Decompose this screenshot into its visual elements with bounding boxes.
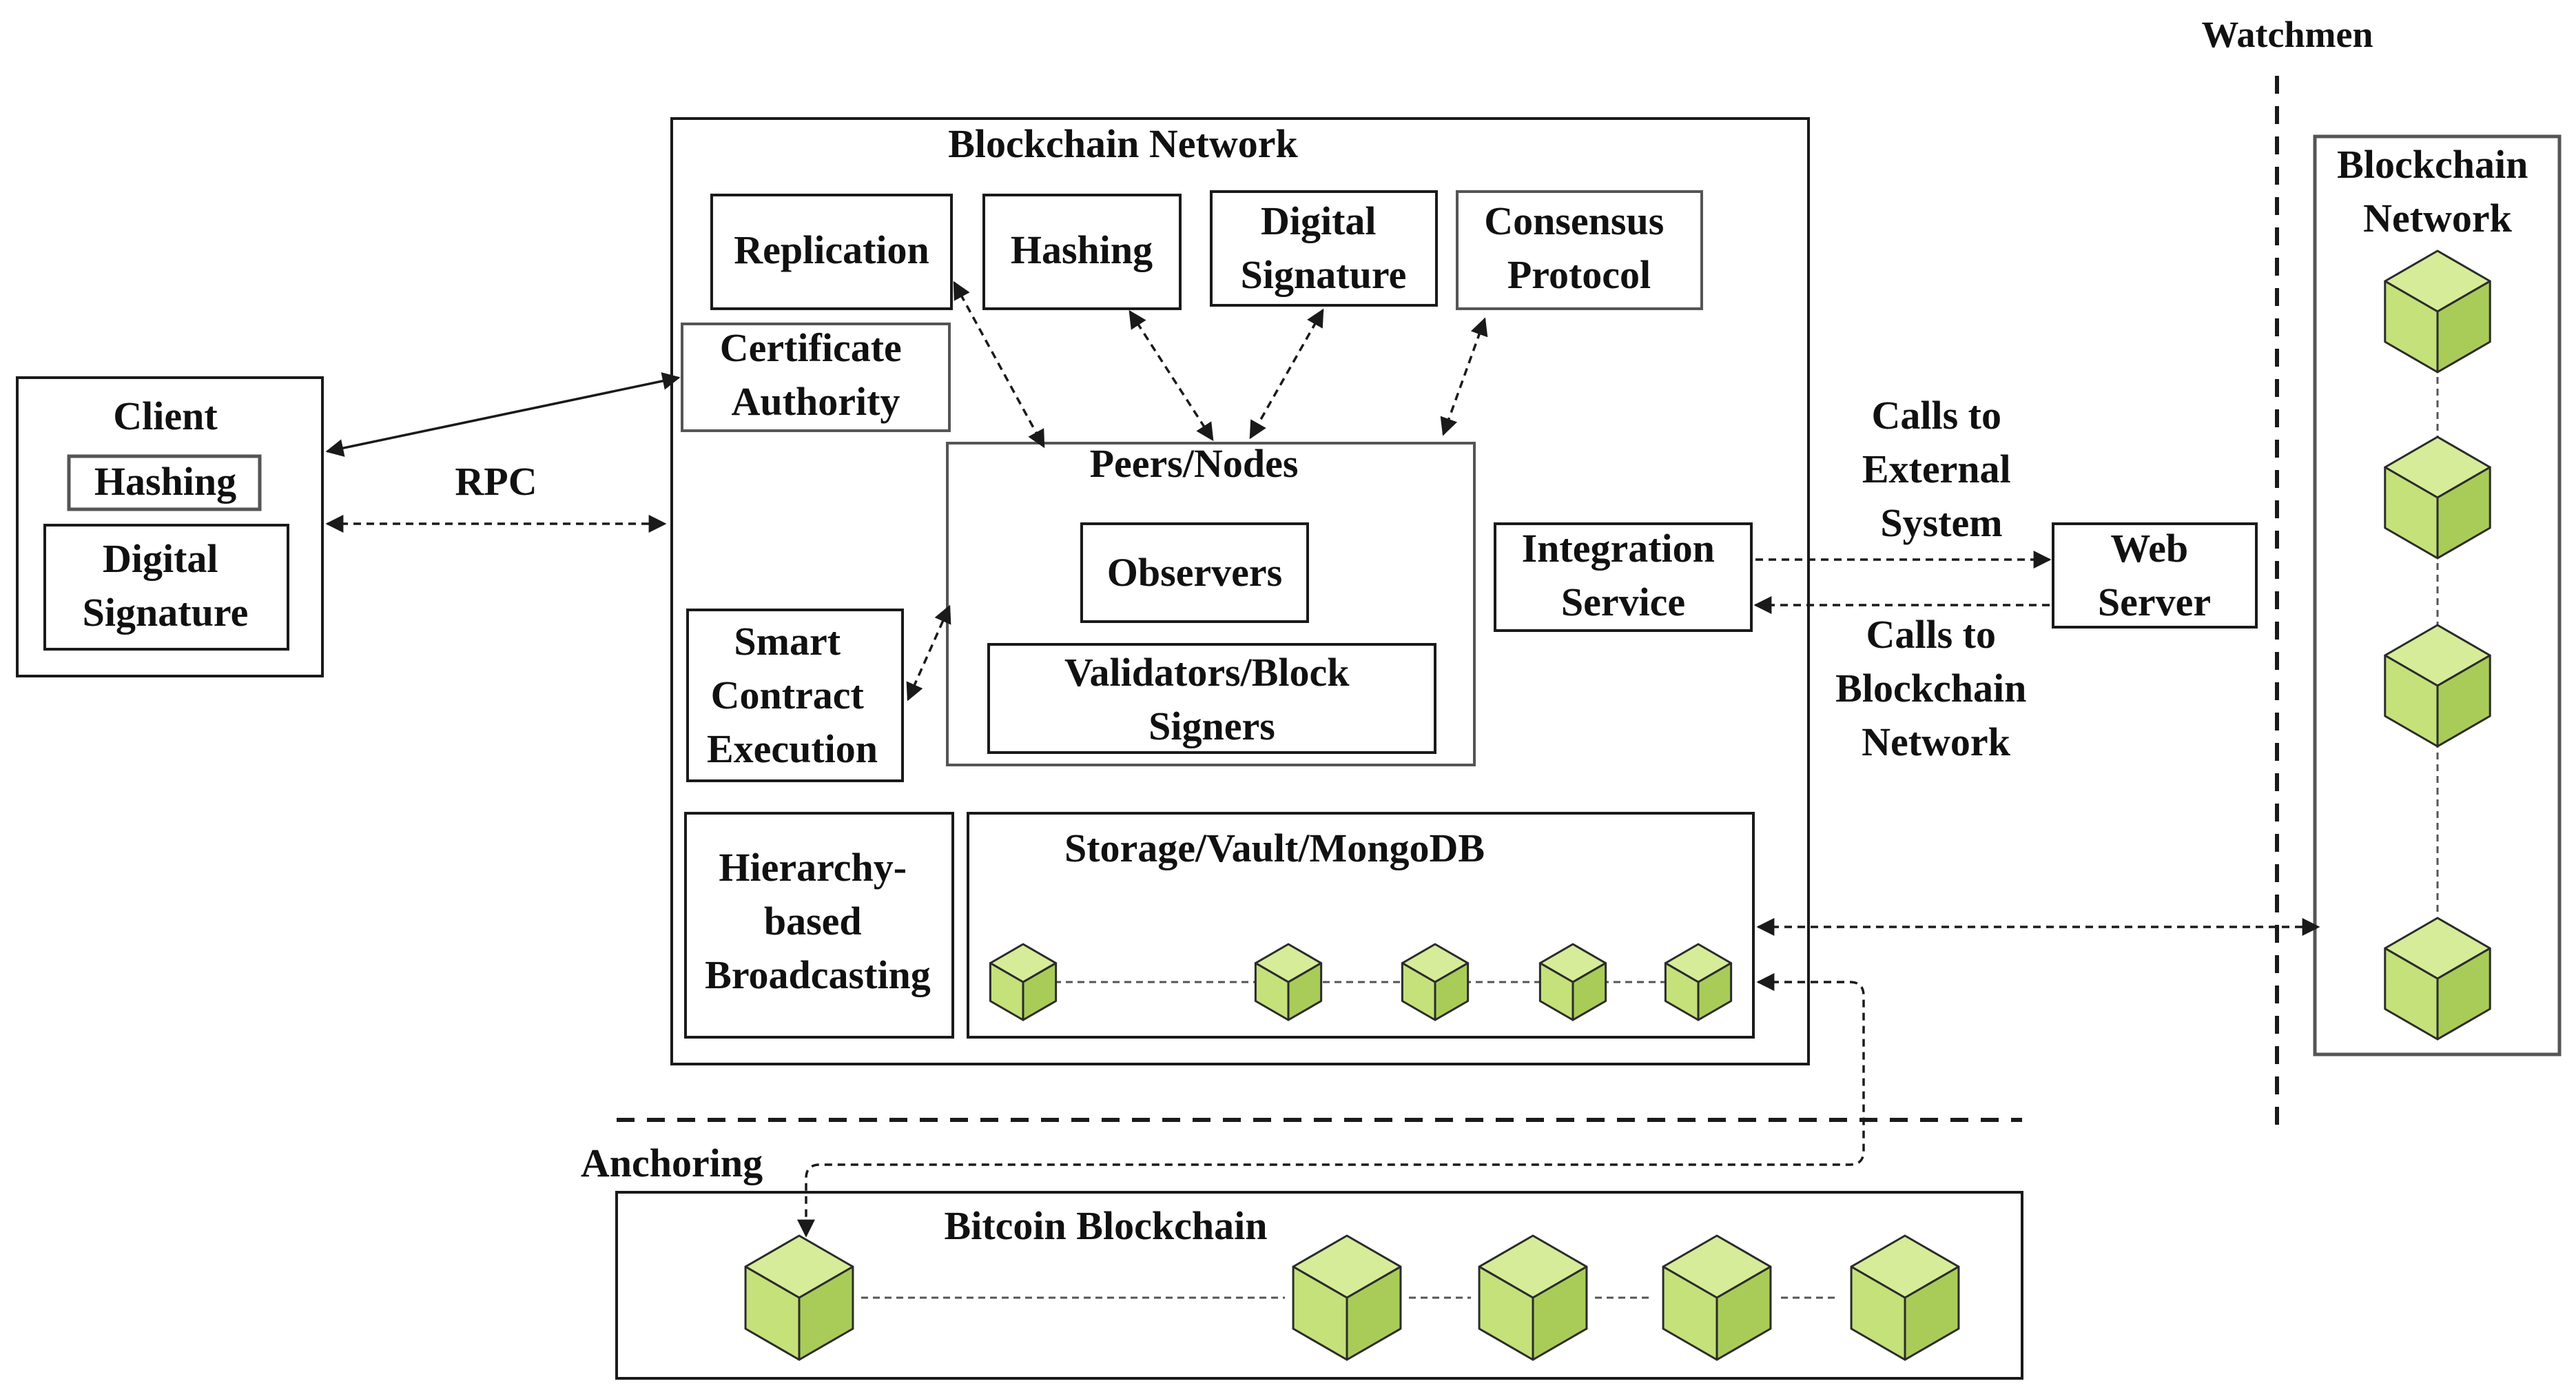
bitcoin-blockchain-label: Bitcoin Blockchain xyxy=(945,1203,1268,1248)
integration-service-label: Integration Service xyxy=(1522,526,1725,624)
storage-block-cube xyxy=(989,943,1058,1021)
peers-nodes-label: Peers/Nodes xyxy=(1090,441,1299,486)
consensus-protocol-box xyxy=(1456,190,1703,310)
arrows xyxy=(325,280,2320,1238)
validators-label: Validators/Block Signers xyxy=(1064,650,1359,748)
peers-nodes-box xyxy=(946,442,1476,766)
storage-block-cube xyxy=(1401,943,1470,1021)
cube-right-face xyxy=(1434,962,1470,1021)
smart-contract-box xyxy=(686,609,904,782)
cube-right-face xyxy=(1715,1265,1772,1361)
client-digital-signature-label: Digital Signature xyxy=(83,536,249,635)
anchoring-label: Anchoring xyxy=(581,1141,763,1185)
labels: Watchmen Blockchain Network Replication … xyxy=(83,14,2538,1248)
storage-label: Storage/Vault/MongoDB xyxy=(1064,826,1485,870)
bitcoin-block-cube xyxy=(1478,1234,1588,1361)
watchmen-block-cube xyxy=(2384,249,2491,374)
client-hashing-box xyxy=(67,454,262,511)
hashing-label: Hashing xyxy=(1011,227,1153,272)
cube-right-face xyxy=(1287,962,1323,1021)
hashing-box xyxy=(982,194,1182,310)
rpc-label: RPC xyxy=(455,459,537,504)
cube-right-face xyxy=(1904,1265,1960,1361)
client-box xyxy=(16,376,324,677)
watchmen-block-cube xyxy=(2384,917,2491,1041)
bitcoin-block-cube xyxy=(744,1234,854,1361)
bitcoin-block-cube xyxy=(1662,1234,1772,1361)
cube-right-face xyxy=(2436,947,2491,1041)
storage-block-cube xyxy=(1538,943,1607,1021)
cube-right-face xyxy=(1022,962,1058,1021)
watchmen-blockchain-box xyxy=(2313,134,2562,1056)
signature-peers-arrow xyxy=(1249,308,1324,440)
consensus-protocol-label: Consensus Protocol xyxy=(1484,198,1674,297)
cube-right-face xyxy=(1697,962,1733,1021)
validators-box xyxy=(987,643,1436,754)
calls-external-label: Calls to External System xyxy=(1862,393,2021,545)
digital-signature-label: Digital Signature xyxy=(1241,198,1407,297)
certificate-authority-label: Certificate Authority xyxy=(720,325,912,424)
digital-signature-box xyxy=(1210,190,1438,307)
hierarchy-label: Hierarchy- based Broadcasting xyxy=(705,845,931,997)
web-server-label: Web Server xyxy=(2098,526,2211,624)
cube-right-face xyxy=(2436,654,2491,748)
cube-right-face xyxy=(2436,466,2491,560)
storage-block-cube xyxy=(1254,943,1323,1021)
smart-contract-label: Smart Contract Execution xyxy=(707,619,878,771)
anchoring-arrow xyxy=(797,973,1865,1238)
watchmen-block-cube xyxy=(2384,624,2491,748)
bitcoin-block-cube xyxy=(1850,1234,1960,1361)
cube-right-face xyxy=(1346,1265,1402,1361)
watchmen-block-cube xyxy=(2384,436,2491,560)
cube-right-face xyxy=(2436,280,2491,374)
observers-label: Observers xyxy=(1107,550,1283,595)
boxes xyxy=(16,117,2562,1380)
replication-label: Replication xyxy=(734,227,929,272)
integration-service-box xyxy=(1494,522,1753,632)
web-server-box xyxy=(2052,522,2258,629)
storage-block-cube xyxy=(1664,943,1733,1021)
smart-contract-peers-arrow xyxy=(906,604,951,702)
replication-peers-arrow xyxy=(953,280,1045,449)
blockchain-network-title: Blockchain Network xyxy=(948,121,1298,166)
client-hashing-label: Hashing xyxy=(94,459,236,504)
calls-blockchain-label: Calls to Blockchain Network xyxy=(1835,612,2037,764)
cube-right-face xyxy=(798,1265,854,1361)
client-digital-signature-box xyxy=(43,524,289,651)
client-ca-arrow xyxy=(325,372,681,457)
client-label: Client xyxy=(113,394,218,438)
hashing-peers-arrow xyxy=(1129,309,1214,442)
watchmen-label: Watchmen xyxy=(2202,14,2373,55)
consensus-peers-arrow xyxy=(1440,317,1488,436)
watchmen-blockchain-network-label: Blockchain Network xyxy=(2337,142,2538,241)
observers-box xyxy=(1080,522,1309,623)
certificate-authority-box xyxy=(681,323,951,432)
cubes xyxy=(744,249,2491,1361)
cube-right-face xyxy=(1572,962,1607,1021)
replication-box xyxy=(710,194,953,310)
bitcoin-block-cube xyxy=(1292,1234,1402,1361)
cube-right-face xyxy=(1532,1265,1588,1361)
